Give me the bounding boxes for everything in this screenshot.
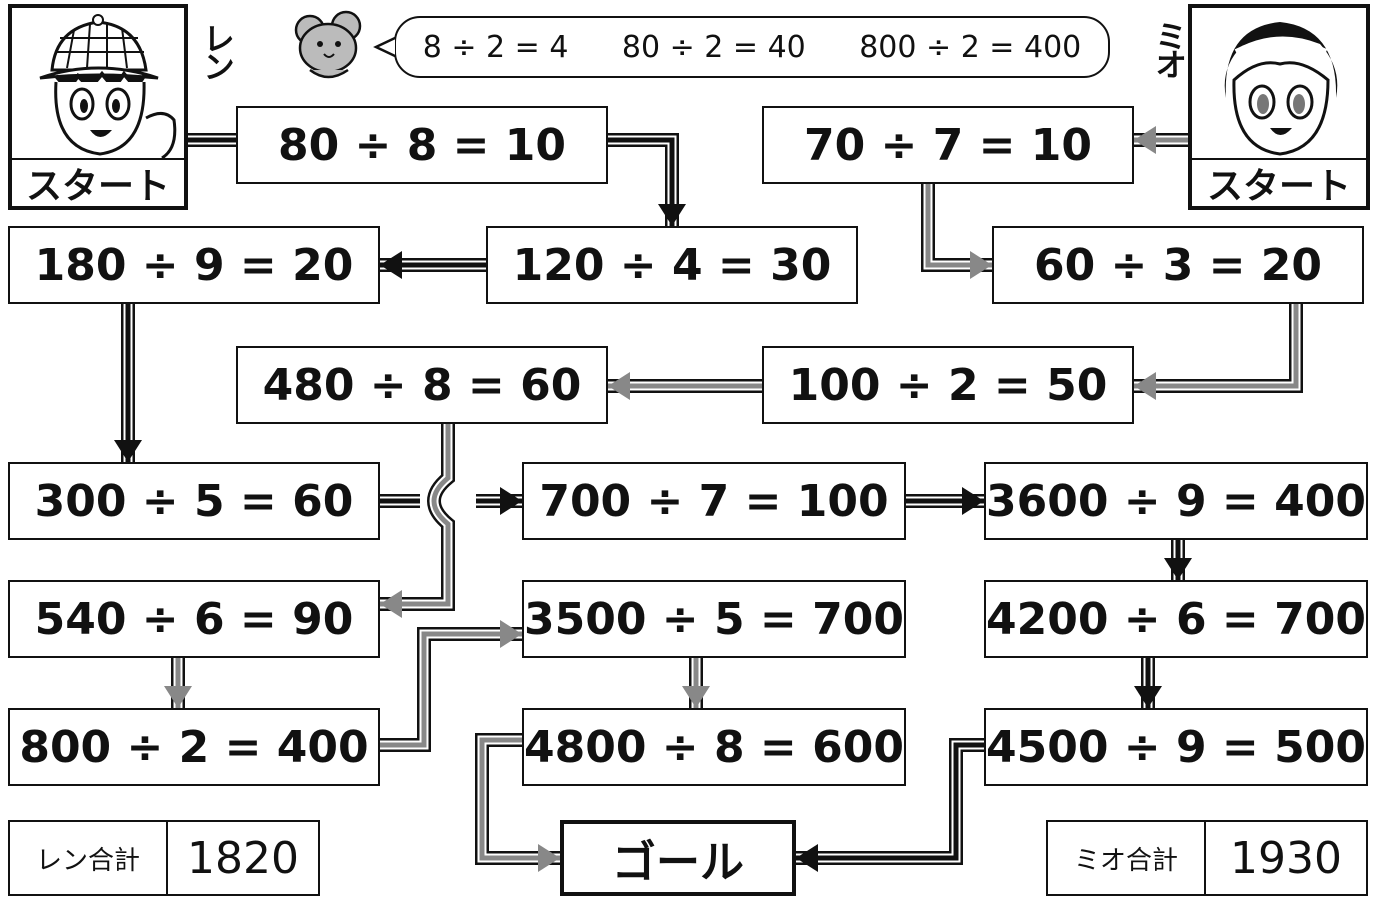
- ren-start-label: スタート: [12, 158, 184, 206]
- ren-link-2-head: [380, 251, 402, 279]
- hint-item: 80 ÷ 2 = 40: [621, 29, 806, 65]
- eq-4500-9: 4500 ÷ 9 = 500: [984, 708, 1368, 786]
- mio-link-start: [1134, 126, 1188, 154]
- mio-total: ミオ合計 1930: [1046, 820, 1368, 896]
- eq-4800-8: 4800 ÷ 8 = 600: [522, 708, 906, 786]
- eq-3500-5: 3500 ÷ 5 = 700: [522, 580, 906, 658]
- mio-link-1-head: [970, 251, 992, 279]
- hint-item: 800 ÷ 2 = 400: [859, 29, 1082, 65]
- eq-120-4: 120 ÷ 4 = 30: [486, 226, 858, 304]
- eq-540-6: 540 ÷ 6 = 90: [8, 580, 380, 658]
- ren-start-frame: スタート: [8, 4, 188, 210]
- ren-link-8: [796, 738, 984, 872]
- mio-link-8-head: [538, 844, 560, 872]
- mio-link-2: [1134, 304, 1303, 400]
- mio-link-3: [608, 372, 762, 400]
- mio-total-value: 1930: [1230, 832, 1342, 884]
- eq-70-7: 70 ÷ 7 = 10: [762, 106, 1134, 184]
- mio-link-8: [475, 733, 560, 872]
- mouse-icon: [294, 10, 362, 79]
- eq-300-5: 300 ÷ 5 = 60: [8, 462, 380, 540]
- ren-total-label: レン合計: [10, 822, 168, 894]
- bubble-tail: [373, 36, 396, 58]
- eq-60-3: 60 ÷ 3 = 20: [992, 226, 1364, 304]
- ren-link-8-head: [796, 844, 818, 872]
- eq-100-2: 100 ÷ 2 = 50: [762, 346, 1134, 424]
- mio-link-7: [682, 658, 710, 708]
- mio-avatar: [1224, 22, 1338, 156]
- mio-link-6-head: [500, 620, 522, 648]
- mio-link-6: [380, 620, 522, 752]
- mio-link-7-head: [682, 686, 710, 708]
- hint-bubble: 8 ÷ 2 = 4 80 ÷ 2 = 40 800 ÷ 2 = 400: [394, 16, 1110, 78]
- goal-box: ゴール: [560, 820, 796, 896]
- ren-link-4b: [476, 487, 522, 515]
- mio-name: ミオ: [1150, 20, 1188, 76]
- eq-800-2: 800 ÷ 2 = 400: [8, 708, 380, 786]
- ren-link-3: [114, 304, 142, 462]
- ren-link-6-head: [1164, 558, 1192, 580]
- ren-link-1: [608, 133, 686, 226]
- mio-link-5-head: [164, 686, 192, 708]
- eq-180-9: 180 ÷ 9 = 20: [8, 226, 380, 304]
- ren-name: レン: [198, 22, 236, 78]
- ren-link-2: [380, 251, 486, 279]
- mio-start-frame: スタート: [1188, 4, 1370, 210]
- mio-link-3-head: [608, 372, 630, 400]
- ren-link-6: [1164, 540, 1192, 580]
- mio-link-1: [921, 184, 992, 279]
- ren-link-1-head: [658, 204, 686, 226]
- ren-link-7-head: [1134, 686, 1162, 708]
- mio-link-bridge: [380, 424, 455, 618]
- eq-3600-9: 3600 ÷ 9 = 400: [984, 462, 1368, 540]
- ren-total-value: 1820: [187, 832, 299, 884]
- ren-link-5: [906, 487, 984, 515]
- mio-total-label: ミオ合計: [1048, 822, 1206, 894]
- mio-start-label: スタート: [1192, 158, 1366, 206]
- ren-link-7: [1134, 658, 1162, 708]
- eq-4200-6: 4200 ÷ 6 = 700: [984, 580, 1368, 658]
- mio-link-5: [164, 658, 192, 708]
- eq-80-8: 80 ÷ 8 = 10: [236, 106, 608, 184]
- ren-avatar: [39, 14, 177, 158]
- eq-480-8: 480 ÷ 8 = 60: [236, 346, 608, 424]
- ren-link-5-head: [962, 487, 984, 515]
- ren-total: レン合計 1820: [8, 820, 320, 896]
- mio-link-start-head: [1134, 126, 1156, 154]
- mio-link-2-head: [1134, 372, 1156, 400]
- eq-700-7: 700 ÷ 7 = 100: [522, 462, 906, 540]
- ren-link-3-head: [114, 440, 142, 462]
- hint-item: 8 ÷ 2 = 4: [422, 29, 569, 65]
- ren-link-4b-head: [500, 487, 522, 515]
